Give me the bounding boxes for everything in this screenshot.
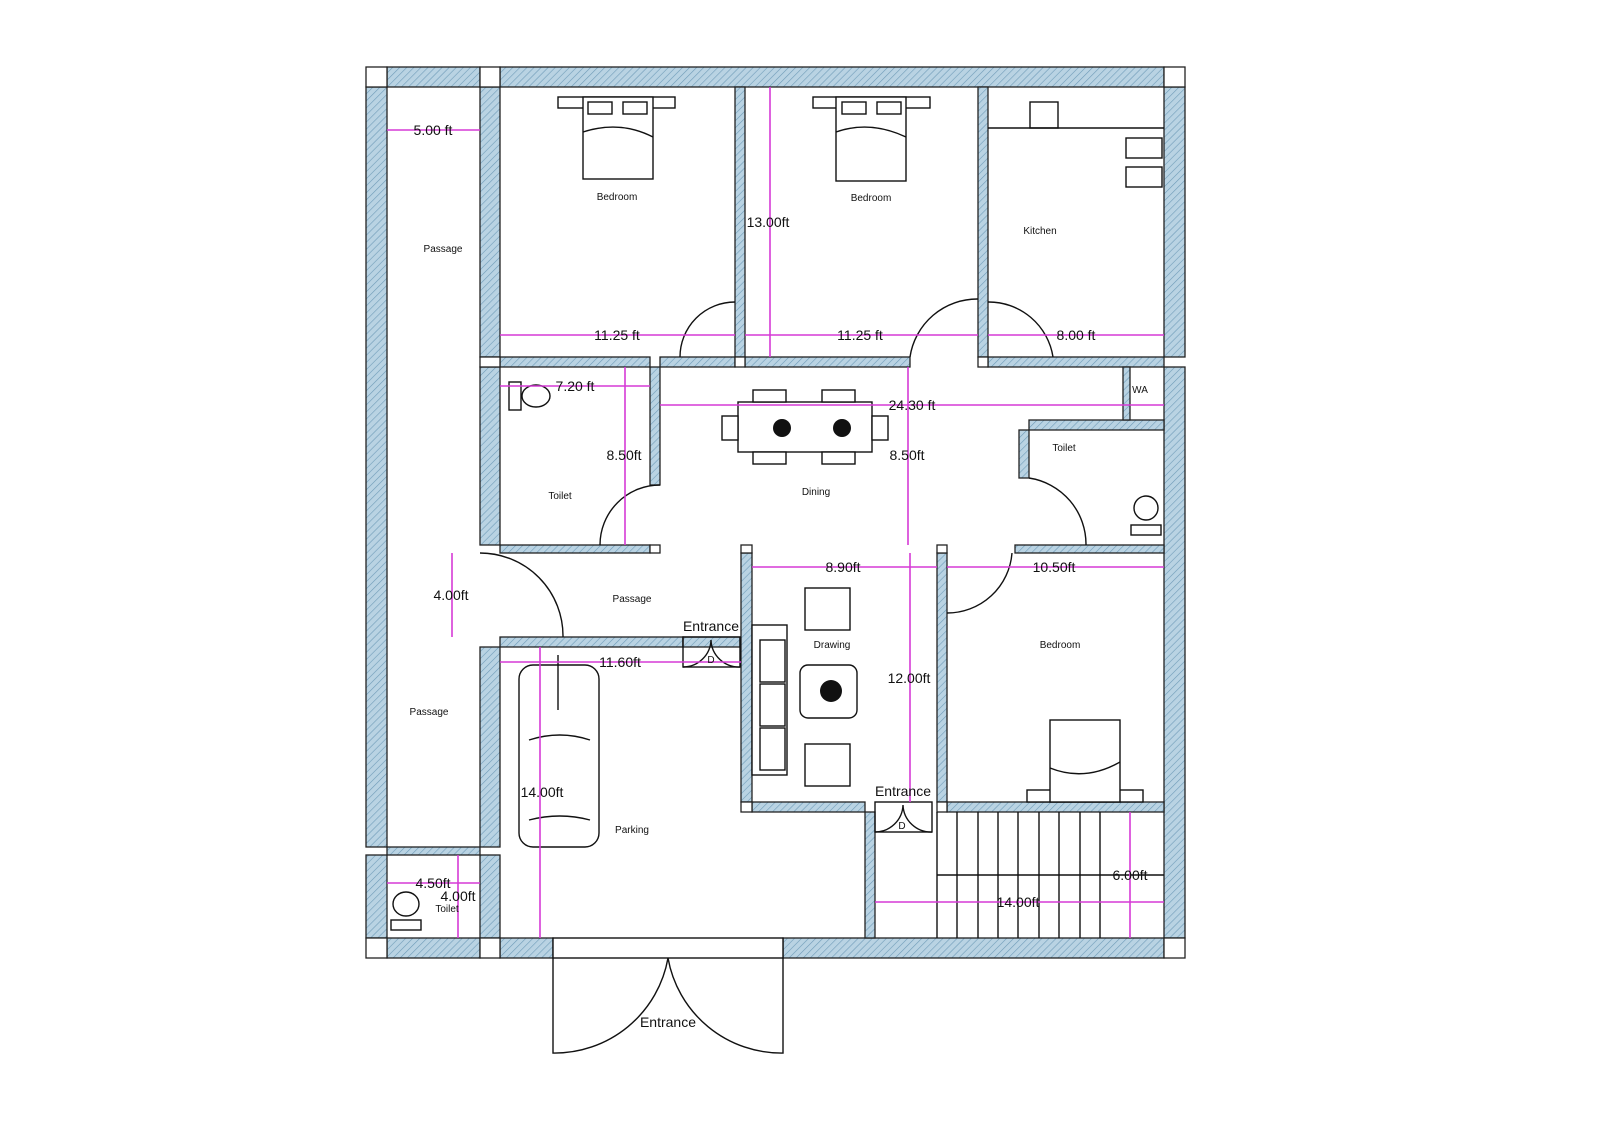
dimension-labels: 5.00 ft 11.25 ft 11.25 ft 13.00ft 8.00 f… — [414, 122, 1148, 910]
dimension-label: 8.50ft — [889, 447, 924, 463]
bed-1-icon — [557, 96, 676, 180]
room-label: Bedroom — [851, 193, 892, 204]
doors — [479, 298, 1087, 1054]
bed-3-icon — [1026, 719, 1144, 803]
dimension-label: 14.00ft — [521, 784, 564, 800]
entrance-label: Entrance — [640, 1014, 696, 1030]
dimension-label: 11.60ft — [599, 654, 641, 670]
room-labels: Passage Passage Passage Bedroom Bedroom … — [410, 192, 1149, 915]
room-label: Bedroom — [597, 192, 638, 203]
dimension-label: 6.00ft — [1112, 867, 1147, 883]
room-label: Passage — [613, 594, 652, 605]
dimension-label: 11.25 ft — [594, 327, 640, 343]
room-label: Kitchen — [1023, 226, 1056, 237]
dimension-label: 12.00ft — [888, 670, 931, 686]
room-label: Toilet — [548, 491, 572, 502]
room-label: Drawing — [814, 640, 851, 651]
entrance-label: Entrance — [875, 783, 931, 799]
room-label: Toilet — [1052, 443, 1076, 454]
furniture — [390, 96, 1164, 938]
room-label: Bedroom — [1040, 640, 1081, 651]
room-label: Parking — [615, 825, 649, 836]
room-label: Passage — [410, 707, 449, 718]
walls — [365, 66, 1186, 959]
dimension-lines — [387, 87, 1164, 938]
dimension-label: 7.20 ft — [556, 378, 595, 394]
door-mark: D — [707, 655, 714, 666]
dimension-label: 10.50ft — [1033, 559, 1076, 575]
stairs-icon — [936, 812, 1164, 938]
entrance-labels: Entrance Entrance Entrance D D — [640, 618, 931, 1030]
room-label: Toilet — [435, 904, 459, 915]
dining-table-icon — [721, 389, 889, 465]
dimension-label: 14.00ft — [997, 894, 1040, 910]
dimension-label: 13.00ft — [747, 214, 790, 230]
stove-icon — [988, 101, 1164, 188]
dimension-label: 8.90ft — [825, 559, 860, 575]
dimension-label: 24.30 ft — [889, 397, 936, 413]
room-label: Passage — [424, 244, 463, 255]
dimension-label: 5.00 ft — [414, 122, 453, 138]
door-mark: D — [898, 821, 905, 832]
room-label: WA — [1132, 385, 1148, 396]
dimension-label: 4.50ft — [415, 875, 450, 891]
dimension-label: 4.00ft — [440, 888, 475, 904]
car-icon — [518, 655, 600, 848]
dimension-label: 11.25 ft — [837, 327, 883, 343]
dimension-label: 8.00 ft — [1057, 327, 1096, 343]
sofa-set-icon — [751, 587, 858, 787]
dimension-label: 8.50ft — [606, 447, 641, 463]
dimension-label: 4.00ft — [433, 587, 468, 603]
room-label: Dining — [802, 487, 830, 498]
bed-2-icon — [812, 96, 931, 182]
toilet-icons — [390, 381, 1162, 931]
entrance-label: Entrance — [683, 618, 739, 634]
